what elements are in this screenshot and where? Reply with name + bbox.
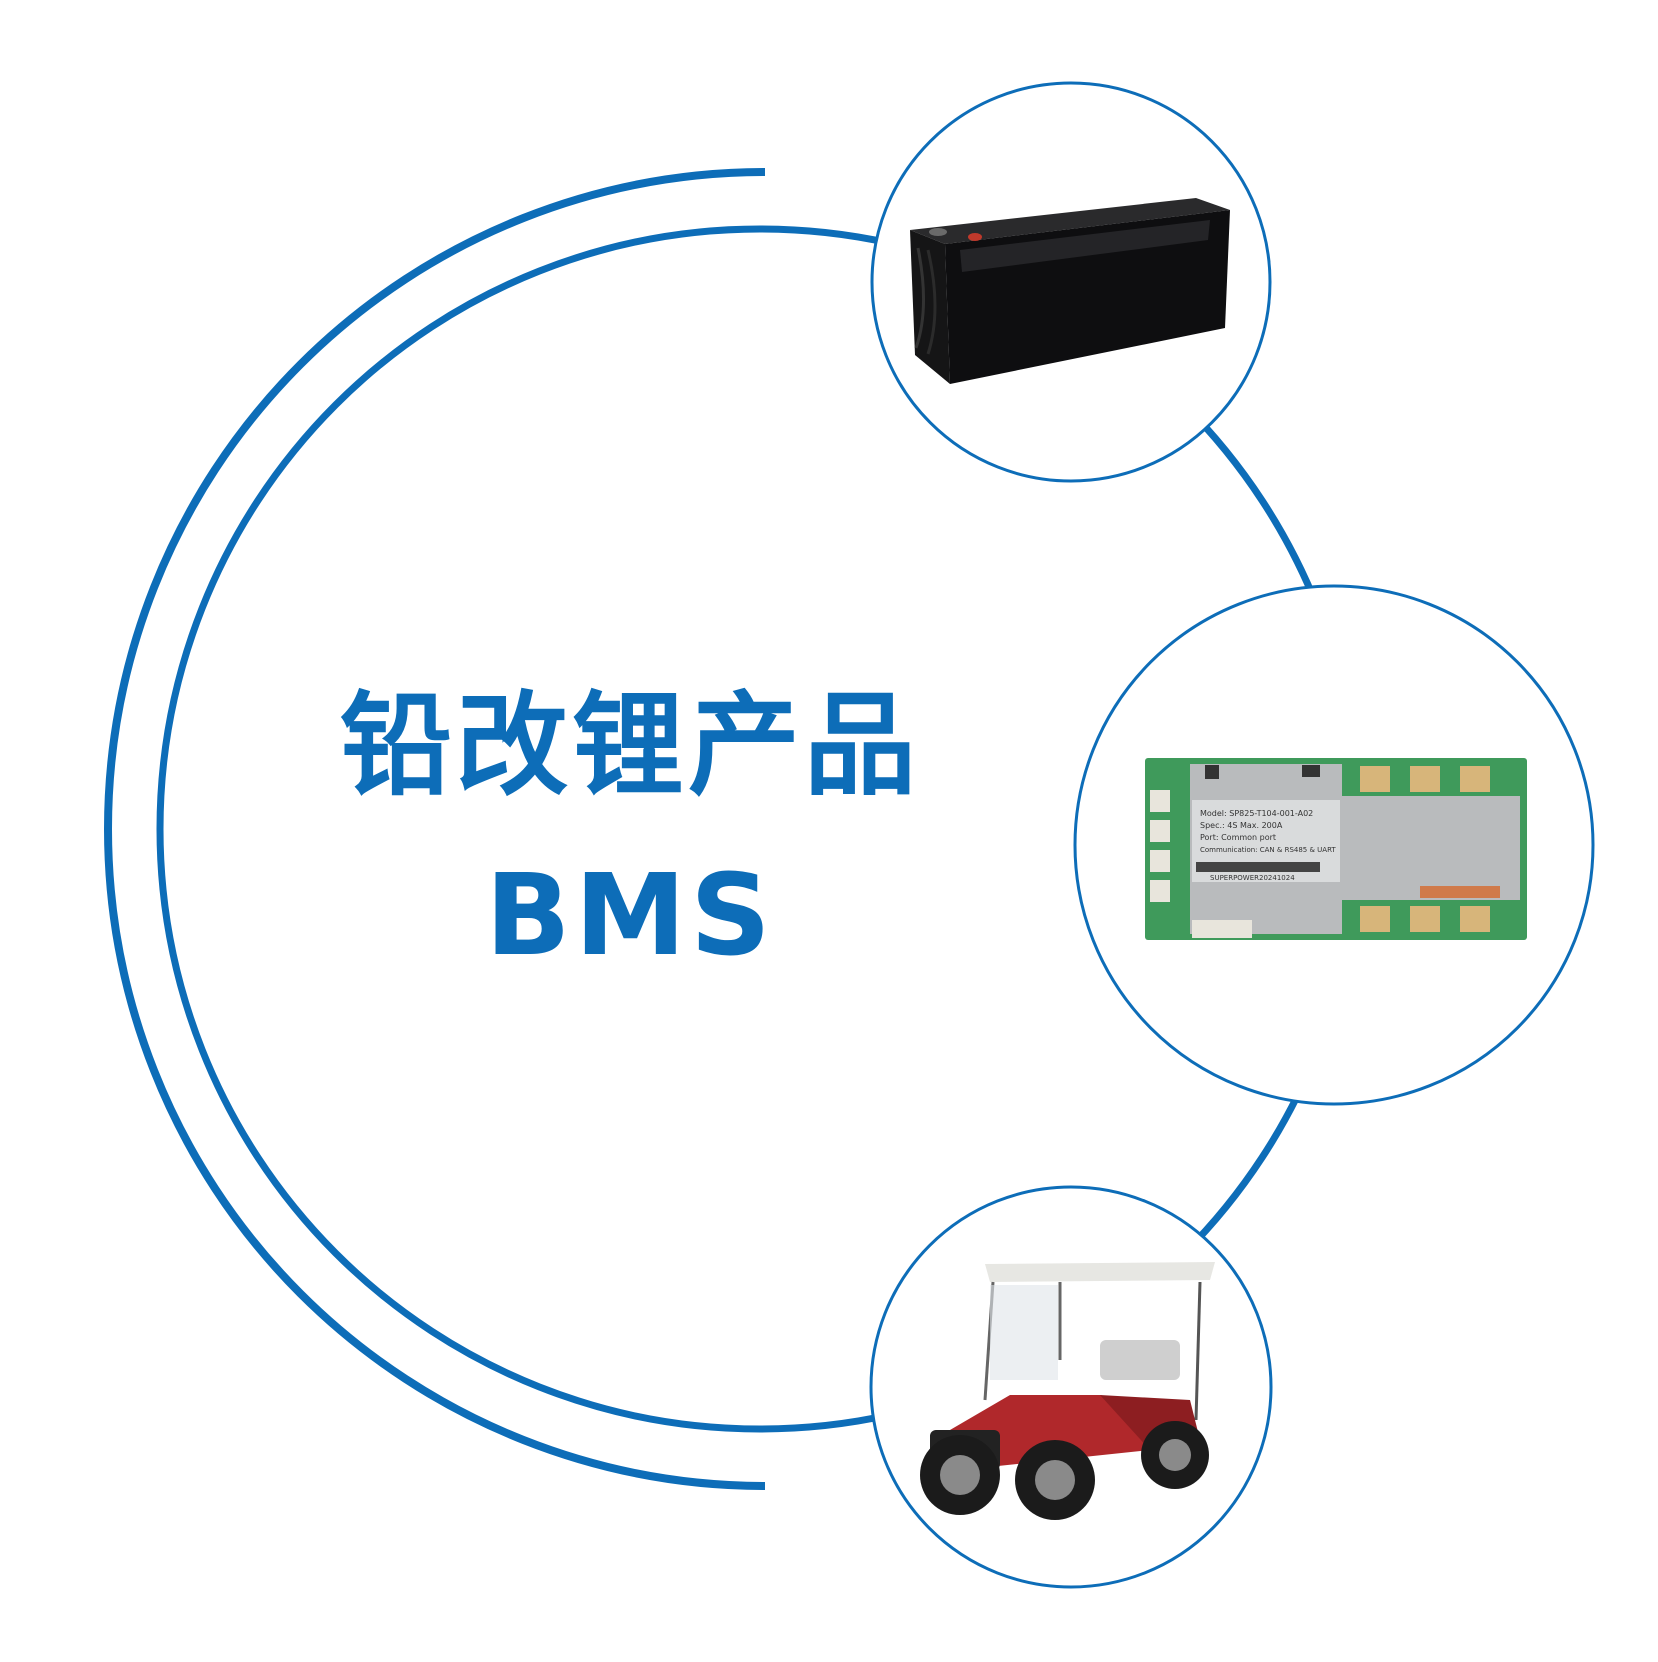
golf-cart-image	[920, 1262, 1215, 1520]
bms-label-line-2: Spec.: 4S Max. 200A	[1200, 821, 1283, 830]
barcode	[1196, 862, 1320, 872]
bms-label-line-3: Port: Common port	[1200, 833, 1276, 842]
outer-arc	[104, 168, 766, 1490]
headline-bms: BMS	[485, 851, 775, 981]
headline-chinese: 铅改锂产品	[340, 681, 920, 811]
lead-acid-battery-photo	[870, 81, 1272, 483]
bms-label-line-5: SUPERPOWER20241024	[1210, 874, 1295, 882]
bms-board-photo: Model: SP825-T104-001-A02 Spec.: 4S Max.…	[1073, 584, 1595, 1106]
golf-cart-photo	[869, 1185, 1273, 1589]
bms-label-line-4: Communication: CAN & RS485 & UART	[1200, 846, 1336, 854]
bms-board-image: Model: SP825-T104-001-A02 Spec.: 4S Max.…	[1145, 758, 1527, 940]
battery-image	[910, 198, 1230, 384]
bms-label-line-1: Model: SP825-T104-001-A02	[1200, 809, 1313, 818]
